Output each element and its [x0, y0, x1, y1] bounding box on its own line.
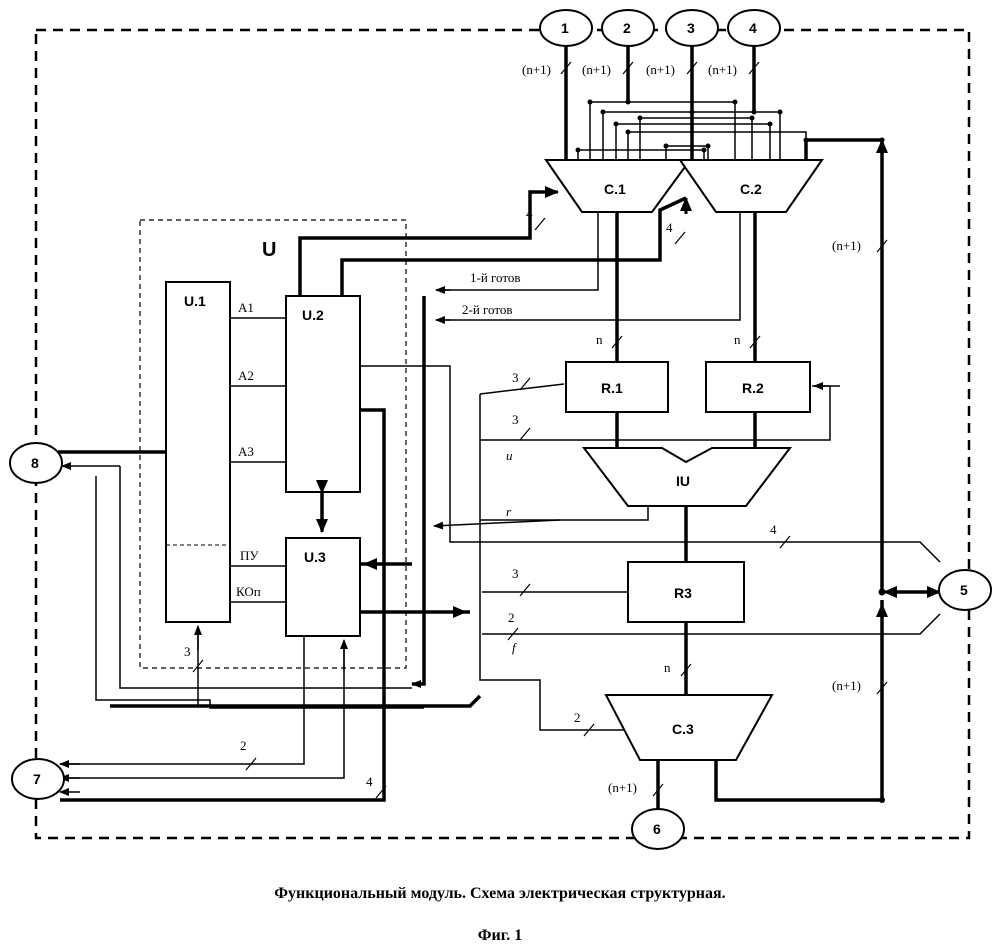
width-n1-t6: (n+1) [608, 780, 637, 795]
width-4-c1: 4 [526, 206, 533, 221]
width-n1-bus5-top: (n+1) [832, 238, 861, 253]
r3-label: R3 [674, 585, 692, 601]
width-n1-t2: (n+1) [582, 62, 611, 77]
width-2-c3: 2 [574, 710, 581, 725]
c1-label: C.1 [604, 181, 626, 197]
terminal-1: 1 [540, 10, 592, 46]
u2-label: U.2 [302, 307, 324, 323]
signal-pu: ПУ [240, 548, 259, 563]
terminal-4-label: 4 [749, 20, 757, 36]
terminal-5-label: 5 [960, 582, 968, 598]
terminal-8-label: 8 [31, 455, 39, 471]
width-n-r3: n [664, 660, 671, 675]
diagram-caption: Функциональный модуль. Схема электрическ… [274, 885, 725, 902]
iu-label: IU [676, 473, 690, 489]
u2-block [286, 296, 360, 492]
terminal-1-label: 1 [561, 20, 569, 36]
u1-block [166, 282, 230, 622]
signal-f: f [512, 640, 518, 655]
terminal-6: 6 [632, 809, 684, 849]
signal-a2: A2 [238, 368, 254, 383]
width-4-c2: 4 [666, 220, 673, 235]
terminal-3-label: 3 [687, 20, 695, 36]
r1-label: R.1 [601, 380, 623, 396]
signal-u: u [506, 448, 513, 463]
width-n-r2: n [734, 332, 741, 347]
width-3-u1: 3 [184, 644, 191, 659]
width-n1-bus5-bottom: (n+1) [832, 678, 861, 693]
width-3-r2: 3 [512, 412, 519, 427]
signal-ready1: 1-й готов [470, 270, 521, 285]
figure-number: Фиг. 1 [478, 927, 522, 944]
width-n-r1: n [596, 332, 603, 347]
width-2-t5: 2 [508, 610, 515, 625]
width-n1-t3: (n+1) [646, 62, 675, 77]
signal-r: r [506, 504, 512, 519]
terminal-8: 8 [10, 443, 62, 483]
r2-label: R.2 [742, 380, 764, 396]
c3-label: C.3 [672, 721, 694, 737]
width-2-t7: 2 [240, 738, 247, 753]
width-4-t5: 4 [770, 522, 777, 537]
signal-kop: КОп [236, 584, 261, 599]
terminal-2: 2 [602, 10, 654, 46]
width-n1-t4: (n+1) [708, 62, 737, 77]
terminal-2-label: 2 [623, 20, 631, 36]
u1-label: U.1 [184, 293, 206, 309]
terminal-4: 4 [728, 10, 780, 46]
terminal-7: 7 [12, 759, 64, 799]
width-4-t7: 4 [366, 774, 373, 789]
terminal-7-label: 7 [33, 771, 41, 787]
u-title: U [262, 239, 276, 261]
signal-ready2: 2-й готов [462, 302, 513, 317]
terminal-5: 5 [939, 570, 991, 610]
terminal-3: 3 [666, 10, 718, 46]
terminal-6-label: 6 [653, 821, 661, 837]
signal-a1: A1 [238, 300, 254, 315]
width-3-r3: 3 [512, 566, 519, 581]
u3-label: U.3 [304, 549, 326, 565]
c2-label: C.2 [740, 181, 762, 197]
signal-a3: A3 [238, 444, 254, 459]
width-n1-t1: (n+1) [522, 62, 551, 77]
width-3-r1: 3 [512, 370, 519, 385]
